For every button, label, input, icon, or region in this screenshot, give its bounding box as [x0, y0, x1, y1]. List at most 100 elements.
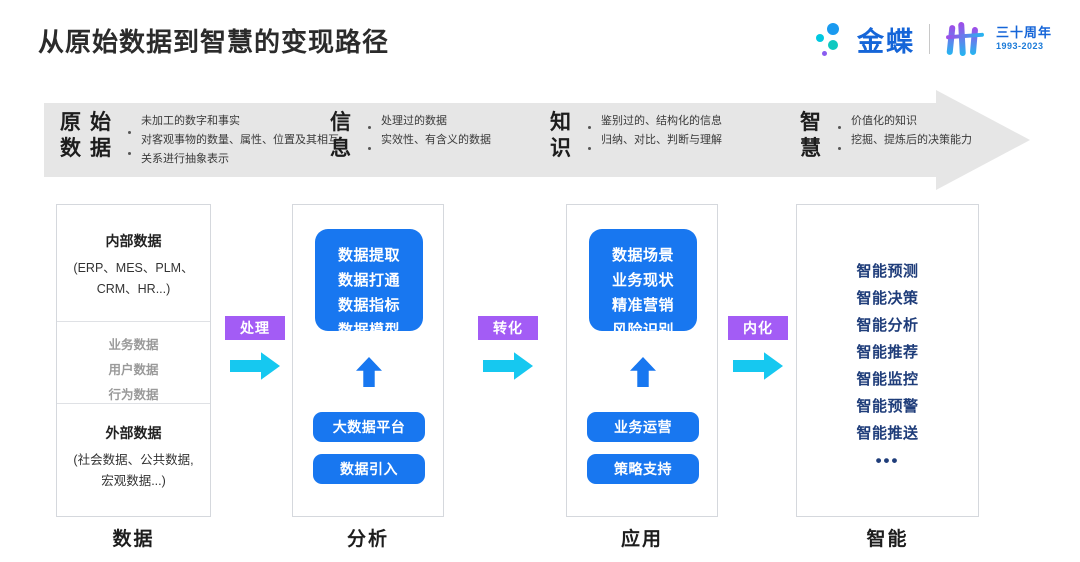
bullet-line: 未加工的数字和事实 [141, 115, 240, 127]
intelligence-item: 智能推荐 [856, 344, 919, 361]
bullet-line: 对客观事物的数量、属性、位置及其相互关系进行抽象表示 [141, 134, 339, 165]
application-box-line: 业务现状 [611, 272, 674, 289]
page-title: 从原始数据到智慧的变现路径 [38, 27, 390, 57]
application-card: 数据场景 业务现状 精准营销 风险识别 业务运营 策略支持 [566, 204, 718, 517]
external-data-line2: 宏观数据...) [101, 474, 166, 488]
data-category-list: 业务数据 用户数据 行为数据 [57, 333, 210, 408]
connector-internalize: 内化 [728, 316, 788, 381]
bullet-markers-icon [588, 110, 591, 159]
analysis-box-line: 数据指标 [337, 297, 400, 314]
stage-label-data: 数据 [112, 529, 155, 550]
right-arrow-icon [733, 352, 783, 380]
right-arrow-icon [483, 352, 533, 380]
external-data-title: 外部数据 [105, 425, 162, 441]
logo-dots-icon [813, 21, 847, 57]
application-box-line: 数据场景 [611, 247, 674, 264]
internal-data-subtitle: (ERP、MES、PLM、 CRM、HR...) [57, 258, 210, 300]
dikw-term-raw-data: 原 数 [60, 110, 90, 163]
strategy-support-pill[interactable]: 策略支持 [587, 454, 699, 484]
intelligence-item: 智能预警 [856, 398, 919, 415]
bullet-line: 归纳、对比、判断与理解 [601, 134, 722, 146]
dikw-column-raw-data: 原 数 始 据 未加工的数字和事实 对客观事物的数量、属性、位置及其相互关系进行… [60, 110, 346, 170]
application-box-line: 风险识别 [611, 322, 674, 339]
data-ingestion-pill[interactable]: 数据引入 [313, 454, 425, 484]
dikw-term-wisdom: 智 慧 [800, 110, 830, 163]
term-char: 息 [330, 137, 351, 161]
logo-divider [928, 24, 930, 54]
application-capability-box[interactable]: 数据场景 业务现状 精准营销 风险识别 [589, 229, 697, 339]
term-char: 智 [800, 111, 821, 134]
data-category-item: 行为数据 [108, 388, 159, 402]
data-category-item: 用户数据 [108, 363, 159, 377]
stage-label-application: 应用 [620, 529, 663, 550]
intelligence-item: 智能决策 [856, 290, 919, 307]
stage-label-intelligence: 智能 [866, 529, 909, 550]
dikw-column-wisdom: 智 慧 价值化的知识 挖掘、提炼后的决策能力 [800, 110, 972, 170]
data-category-item: 业务数据 [108, 338, 159, 352]
anniversary-years: 1993-2023 [995, 41, 1044, 52]
term-char: 信 [330, 111, 351, 134]
bullet-line: 挖掘、提炼后的决策能力 [851, 134, 972, 146]
dikw-bullets-information: 处理过的数据 实效性、有含义的数据 [368, 110, 491, 159]
analysis-up-arrow-icon [356, 357, 382, 387]
term-char: 知 [550, 111, 571, 134]
kingdee-logo: 金蝶 三十周年 1993-2023 [813, 18, 1052, 60]
dikw-banner: 原 数 始 据 未加工的数字和事实 对客观事物的数量、属性、位置及其相互关系进行… [44, 90, 1030, 190]
banner-arrow-shape [44, 90, 1030, 190]
intelligence-item: 智能分析 [856, 317, 919, 334]
intelligence-item: 智能推送 [856, 425, 919, 442]
dikw-bullets-wisdom: 价值化的知识 挖掘、提炼后的决策能力 [838, 110, 972, 159]
connector-transform: 转化 [478, 316, 538, 381]
data-card: 内部数据 (ERP、MES、PLM、 CRM、HR...) 业务数据 用户数据 … [56, 204, 211, 517]
external-data-block: 外部数据 (社会数据、公共数据, 宏观数据...) [57, 423, 210, 492]
intelligence-item: 智能预测 [856, 263, 919, 280]
analysis-capability-box[interactable]: 数据提取 数据打通 数据指标 数据模型 [315, 229, 423, 339]
business-operations-pill[interactable]: 业务运营 [587, 412, 699, 442]
right-arrow-icon [230, 352, 280, 380]
internal-data-line2: CRM、HR...) [96, 282, 171, 296]
connector-label-transform: 转化 [478, 316, 538, 340]
intelligence-item: 智能监控 [856, 371, 919, 388]
card-divider [57, 403, 210, 404]
card-divider [57, 321, 210, 322]
intelligence-item-list: 智能预测 智能决策 智能分析 智能推荐 智能监控 智能预警 智能推送 ••• [797, 258, 978, 474]
bullet-markers-icon [368, 110, 371, 159]
connector-process: 处理 [225, 316, 285, 381]
internal-data-line1: (ERP、MES、PLM、 [73, 261, 194, 275]
bullet-text-wisdom: 价值化的知识 挖掘、提炼后的决策能力 [851, 110, 972, 159]
term-char: 据 [90, 137, 111, 161]
external-data-line1: (社会数据、公共数据, [73, 453, 194, 467]
anniversary-label: 三十周年 [995, 25, 1052, 41]
term-char: 识 [550, 137, 571, 161]
analysis-box-line: 数据打通 [337, 272, 400, 289]
bullet-text-raw-data: 未加工的数字和事实 对客观事物的数量、属性、位置及其相互关系进行抽象表示 [141, 110, 346, 169]
analysis-card: 数据提取 数据打通 数据指标 数据模型 大数据平台 数据引入 [292, 204, 444, 517]
application-box-line: 精准营销 [611, 297, 674, 314]
term-char: 慧 [800, 137, 821, 161]
term-char: 原 [60, 111, 81, 134]
anniversary-text: 三十周年 1993-2023 [995, 25, 1052, 52]
intelligence-card: 智能预测 智能决策 智能分析 智能推荐 智能监控 智能预警 智能推送 ••• [796, 204, 979, 517]
bullet-markers-icon [838, 110, 841, 159]
bullet-line: 实效性、有含义的数据 [381, 134, 491, 146]
brand-name: 金蝶 [856, 26, 915, 57]
bullet-line: 鉴别过的、结构化的信息 [601, 115, 722, 127]
dikw-term-raw-data-2: 始 据 [60, 110, 120, 163]
connector-label-process: 处理 [225, 316, 285, 340]
dikw-bullets-raw-data: 未加工的数字和事实 对客观事物的数量、属性、位置及其相互关系进行抽象表示 [128, 110, 346, 169]
anniversary-mark-icon [944, 21, 986, 57]
big-data-platform-pill[interactable]: 大数据平台 [313, 412, 425, 442]
bullet-markers-icon [128, 110, 131, 169]
dikw-column-knowledge: 知 识 鉴别过的、结构化的信息 归纳、对比、判断与理解 [550, 110, 722, 170]
application-up-arrow-icon [630, 357, 656, 387]
term-char: 数 [60, 137, 81, 161]
bullet-text-knowledge: 鉴别过的、结构化的信息 归纳、对比、判断与理解 [601, 110, 722, 159]
dikw-term-knowledge: 知 识 [550, 110, 580, 163]
intelligence-ellipsis: ••• [875, 451, 900, 470]
internal-data-block: 内部数据 (ERP、MES、PLM、 CRM、HR...) [57, 231, 210, 300]
dikw-bullets-knowledge: 鉴别过的、结构化的信息 归纳、对比、判断与理解 [588, 110, 722, 159]
connector-label-internalize: 内化 [728, 316, 788, 340]
dikw-term-information: 信 息 [330, 110, 360, 163]
external-data-subtitle: (社会数据、公共数据, 宏观数据...) [57, 450, 210, 492]
analysis-box-line: 数据模型 [337, 322, 400, 339]
